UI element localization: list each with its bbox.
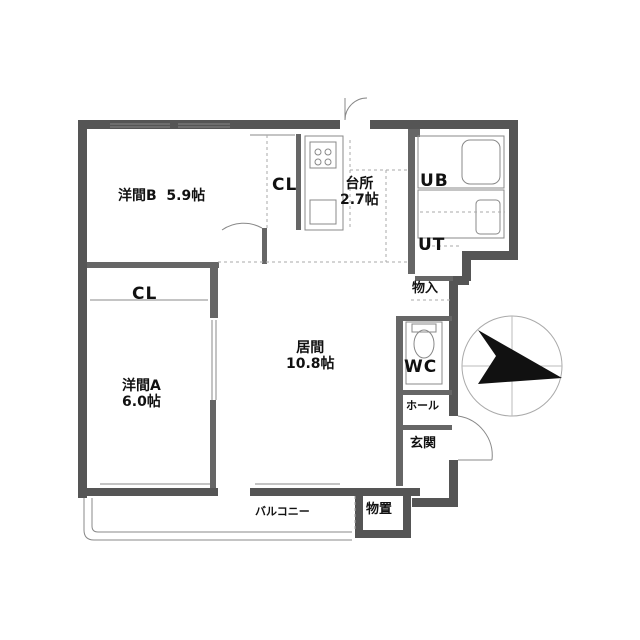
interior-walls — [87, 129, 453, 488]
room-label-utility: UT — [418, 235, 446, 255]
room-area-kitchen: 2.7帖 — [340, 192, 379, 209]
fixtures — [83, 97, 505, 541]
room-area-bedroom-b: 5.9帖 — [166, 188, 206, 204]
room-name-living: 居間 — [296, 340, 325, 356]
room-name-bedroom-b: 洋間B — [118, 188, 157, 204]
room-name-kitchen: 台所 — [345, 176, 374, 192]
room-label-bedroom-a: 洋間A 6.0帖 — [122, 378, 161, 410]
room-label-closet-a: CL — [132, 284, 158, 304]
room-label-balcony: バルコニー — [255, 505, 310, 518]
room-label-hall: ホール — [406, 399, 439, 412]
room-label-kitchen: 台所 2.7帖 — [340, 176, 379, 208]
room-label-storage: 物入 — [412, 281, 439, 296]
room-label-bath: UB — [420, 171, 449, 191]
room-area-living: 10.8帖 — [286, 356, 335, 373]
north-arrow-icon — [478, 330, 562, 384]
compass — [461, 315, 563, 417]
room-label-living: 居間 10.8帖 — [286, 340, 335, 372]
room-label-toilet: WC — [404, 357, 438, 377]
room-label-closet-b: CL — [272, 175, 298, 195]
room-area-bedroom-a: 6.0帖 — [122, 394, 161, 411]
room-label-outdoor-storage: 物置 — [366, 502, 393, 517]
room-label-bedroom-b: 洋間B 5.9帖 — [118, 188, 205, 204]
room-name-bedroom-a: 洋間A — [122, 378, 161, 394]
dashed-boundaries — [218, 135, 505, 530]
room-label-entrance: 玄関 — [410, 436, 437, 451]
